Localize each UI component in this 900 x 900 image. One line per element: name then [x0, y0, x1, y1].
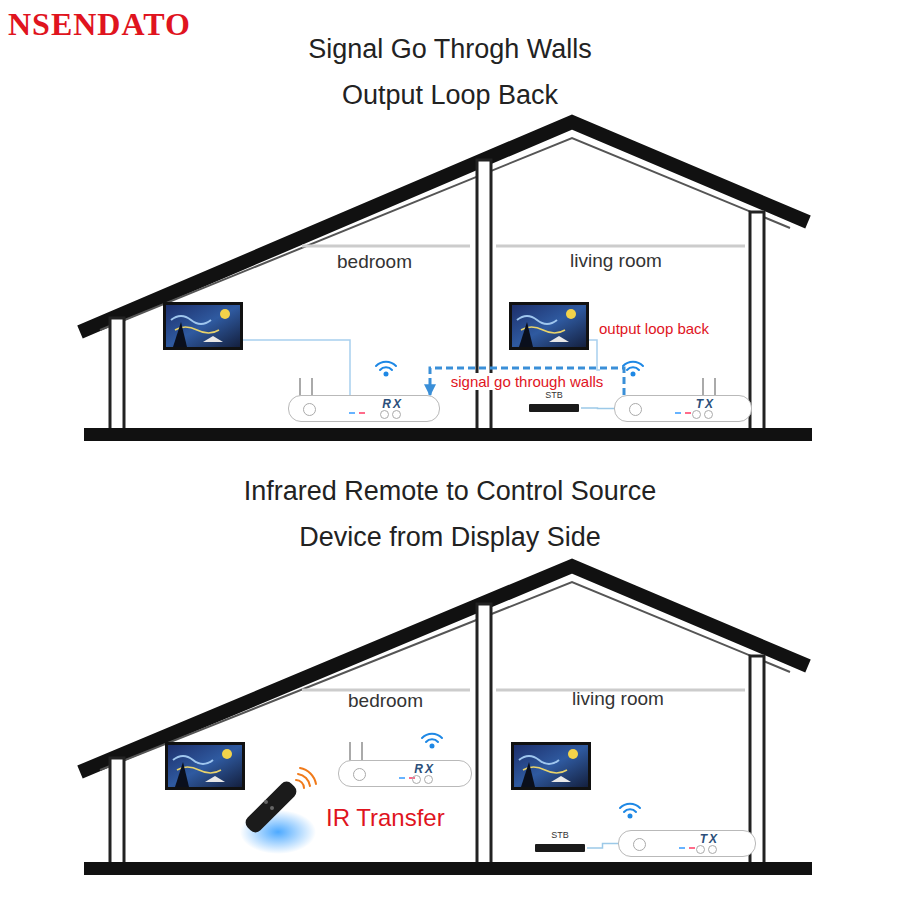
room-name: living room	[570, 250, 662, 272]
power-button	[629, 403, 642, 416]
knob	[708, 845, 717, 854]
power-button	[353, 768, 366, 781]
knob	[696, 845, 705, 854]
room-name: bedroom	[348, 690, 423, 712]
set-top-box: STB	[533, 830, 587, 852]
device-label: TX	[696, 397, 715, 411]
signal-arrow	[430, 368, 624, 395]
device-label: STB	[533, 830, 587, 840]
note-text: IR Transfer	[326, 804, 445, 832]
set-top-box: STB	[527, 390, 581, 412]
cable-line	[587, 844, 618, 849]
led	[399, 777, 405, 779]
device-label: RX	[414, 762, 435, 776]
power-button	[633, 838, 646, 851]
knob	[412, 775, 421, 784]
device-label: RX	[382, 397, 403, 411]
cable-line	[581, 407, 614, 409]
extender-box: RX	[288, 395, 440, 422]
stb-body	[529, 404, 579, 412]
knob	[380, 410, 389, 419]
knob	[392, 410, 401, 419]
led	[679, 847, 685, 849]
device-label: TX	[700, 832, 719, 846]
title-heading: Signal Go Throgh Walls Output Loop Back	[285, 26, 615, 118]
knob	[424, 775, 433, 784]
extender-box: RX	[338, 760, 472, 787]
stb-body	[535, 844, 585, 852]
knob	[704, 410, 713, 419]
note-text: output loop back	[597, 320, 711, 337]
led	[349, 412, 355, 414]
led	[689, 847, 695, 849]
led	[675, 412, 681, 414]
edge-label: signal go through walls	[448, 373, 607, 390]
power-button	[303, 403, 316, 416]
room-name: living room	[572, 688, 664, 710]
section-heading: Infrared Remote to Control Source Device…	[205, 468, 695, 560]
device-label: STB	[527, 390, 581, 400]
led	[685, 412, 691, 414]
knob	[692, 410, 701, 419]
extender-box: TX	[614, 395, 752, 422]
extender-box: TX	[618, 830, 756, 857]
brand-logo: NSENDATO	[8, 6, 191, 43]
room-name: bedroom	[337, 251, 412, 273]
led	[359, 412, 365, 414]
